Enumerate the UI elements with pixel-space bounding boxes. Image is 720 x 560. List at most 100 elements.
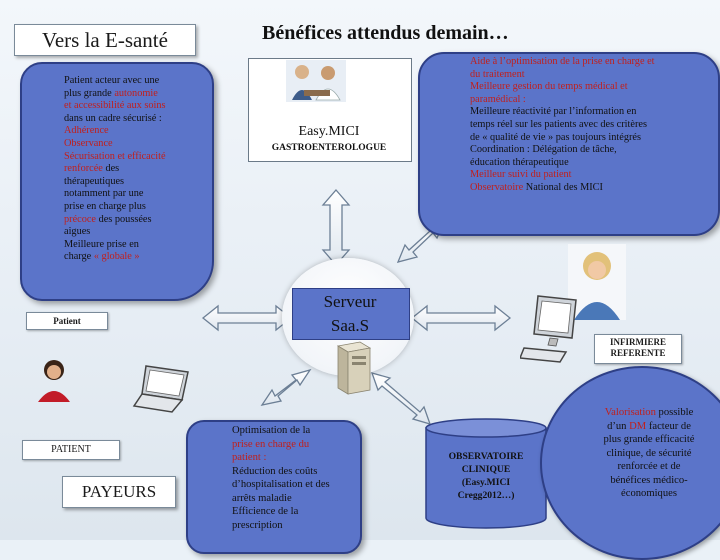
gastro-benefit-line: Meilleure gestion du temps médical et (470, 81, 715, 94)
patient-woman-photo (38, 360, 70, 402)
patient-benefit-line: plus grande autonomie (64, 88, 204, 101)
dm-benefit-text-segment: facteur de (646, 420, 691, 432)
patient-benefit-line: Sécurisation et efficacité (64, 151, 204, 164)
patient-benefit-line: charge « globale » (64, 251, 204, 264)
patient-benefit-text-segment: des poussées (96, 213, 152, 225)
dm-benefit-text-segment: bénéfices médico- (610, 474, 688, 486)
observatoire-line-4: Cregg2012…) (457, 490, 515, 501)
gastro-benefit-text-segment: de « qualité de vie » pas toujours intég… (470, 131, 641, 143)
patient-benefit-text-segment: charge (64, 251, 94, 263)
server-tower-icon (336, 341, 372, 395)
gastro-benefit-text-segment: éducation thérapeutique (470, 156, 569, 168)
gastro-benefit-line: éducation thérapeutique (470, 157, 715, 170)
gastro-benefit-line: Meilleur suivi du patient (470, 169, 715, 182)
payeurs-benefit-text-segment: prise en charge du (232, 438, 310, 450)
patient-benefit-text-segment: « globale » (93, 251, 140, 263)
gastro-benefit-text-segment: temps réel sur les patients avec des cri… (470, 118, 647, 130)
gastro-benefit-line: temps réel sur les patients avec des cri… (470, 119, 715, 132)
patient-benefit-line: Patient acteur avec une (64, 75, 204, 88)
gastro-benefit-line: Observatoire National des MICI (470, 182, 715, 195)
payeurs-benefit-text-segment: Réduction des coûts (232, 465, 318, 477)
gastro-benefit-line: de « qualité de vie » pas toujours intég… (470, 132, 715, 145)
observatoire-line-2: CLINIQUE (461, 464, 511, 475)
infirmiere-label: INFIRMIERE REFERENTE (594, 334, 682, 364)
gastro-benefit-text-segment: paramédical : (470, 93, 526, 105)
patient-benefit-text-segment: aigues (64, 226, 91, 238)
payeurs-benefit-text-segment: prescription (232, 519, 283, 531)
payeurs-benefit-text-segment: Efficience de la (232, 506, 299, 517)
infirmiere-label-line1: INFIRMIERE (609, 337, 666, 347)
main-title: Bénéfices attendus demain… (262, 22, 509, 44)
dm-benefit-line: clinique, de sécurité (588, 447, 710, 461)
patient-benefit-text-segment: et accessibilité aux soins (64, 100, 166, 112)
patient-benefit-text-segment: précoce (64, 213, 97, 225)
gastro-benefit-line: Meilleure réactivité par l’information e… (470, 106, 715, 119)
payeurs-benefit-line: Optimisation de la (232, 424, 360, 438)
payeurs-benefit-text-segment: Optimisation de la (232, 425, 311, 436)
payeurs-benefit-line: arrêts maladie (232, 492, 360, 506)
payeurs-benefit-text-segment: arrêts maladie (232, 492, 292, 504)
patient-benefit-text-segment: notamment par une (64, 188, 144, 200)
patient-benefit-line: prise en charge plus (64, 201, 204, 214)
payeurs-benefit-line: prescription (232, 519, 360, 533)
dm-benefit-line: d’un DM facteur de (588, 420, 710, 434)
patient-benefit-text-segment: Patient acteur avec une (64, 75, 160, 86)
server-label-box (292, 288, 410, 340)
gastro-benefit-line: Coordination : Délégation de tâche, (470, 144, 715, 157)
gastro-benefit-text-segment: du traitement (470, 68, 525, 80)
observatoire-line-1: OBSERVATOIRE (448, 451, 524, 462)
patient-benefit-line: Observance (64, 138, 204, 151)
payeurs-benefit-line: d’hospitalisation et des (232, 478, 360, 492)
patient-benefit-text-segment: des (102, 163, 120, 175)
patient-benefit-text-segment: Observance (64, 137, 113, 149)
arrow-patient-server (201, 304, 293, 332)
dm-benefit-line: plus grande efficacité (588, 433, 710, 447)
observatoire-text: OBSERVATOIRE CLINIQUE (Easy.MICI Cregg20… (430, 450, 542, 502)
gastro-benefit-text-segment: Observatoire (470, 181, 524, 193)
server-label-line1: Serveur (323, 292, 377, 311)
dm-benefit-text-segment: clinique, de sécurité (606, 447, 692, 459)
dm-benefit-line: bénéfices médico- (588, 474, 710, 488)
patient-benefits-text: Patient acteur avec une plus grande auton… (64, 75, 204, 264)
gastro-benefit-text-segment: Meilleur suivi du patient (470, 169, 572, 181)
dm-benefit-text-segment: renforcée et de (617, 461, 681, 472)
patient-benefit-text-segment: Meilleure prise en (64, 238, 139, 250)
payeurs-benefit-line: prise en charge du (232, 438, 360, 452)
patient-benefit-text-segment: renforcée (64, 163, 103, 175)
arrow-server-payeurs (260, 368, 312, 406)
patient-label-top: Patient (26, 312, 108, 330)
gastro-benefits-blob (418, 52, 720, 236)
dm-benefit-text-segment: d’un (607, 420, 630, 432)
gastro-benefit-line: paramédical : (470, 94, 715, 107)
gastro-benefit-text-segment: National des MICI (523, 181, 603, 193)
patient-laptop-icon (132, 365, 189, 413)
payeurs-benefit-line: Efficience de la (232, 505, 360, 519)
patient-benefit-line: aigues (64, 226, 204, 239)
observatoire-line-3: (Easy.MICI (461, 477, 511, 488)
patient-benefit-line: notamment par une (64, 188, 204, 201)
arrow-server-infirmiere (410, 304, 512, 332)
patient-benefit-text-segment: Sécurisation et efficacité (64, 150, 166, 162)
gastro-benefit-text-segment: Meilleure réactivité par l’information e… (470, 106, 637, 118)
gastro-benefit-line: du traitement (470, 69, 715, 82)
server-label-line2: Saa.S (330, 316, 370, 335)
patient-benefit-text-segment: autonomie (114, 87, 158, 99)
payeurs-benefit-line: patient : (232, 451, 360, 465)
payeurs-benefit-text-segment: d’hospitalisation et des (232, 479, 330, 490)
nurse-photo (568, 244, 626, 320)
patient-benefit-line: Meilleure prise en (64, 239, 204, 252)
gastro-benefit-text-segment: Aide à l’optimisation de la prise en cha… (470, 56, 655, 67)
dm-benefit-text-segment: économiques (621, 488, 677, 499)
patient-benefit-text-segment: dans un cadre sécurisé : (64, 112, 162, 124)
arrow-server-observatoire (370, 372, 432, 425)
payeurs-benefit-line: Réduction des coûts (232, 465, 360, 479)
payeurs-label: PAYEURS (62, 476, 176, 508)
patient-benefit-line: précoce des poussées (64, 214, 204, 227)
dm-benefit-text-segment: DM (629, 420, 647, 432)
gastro-benefit-text-segment: Coordination : Délégation de tâche, (470, 144, 617, 156)
patient-benefit-line: renforcée des (64, 163, 204, 176)
patient-benefit-text-segment: thérapeutiques (64, 175, 125, 187)
gastro-benefits-text: Aide à l’optimisation de la prise en cha… (470, 56, 715, 195)
